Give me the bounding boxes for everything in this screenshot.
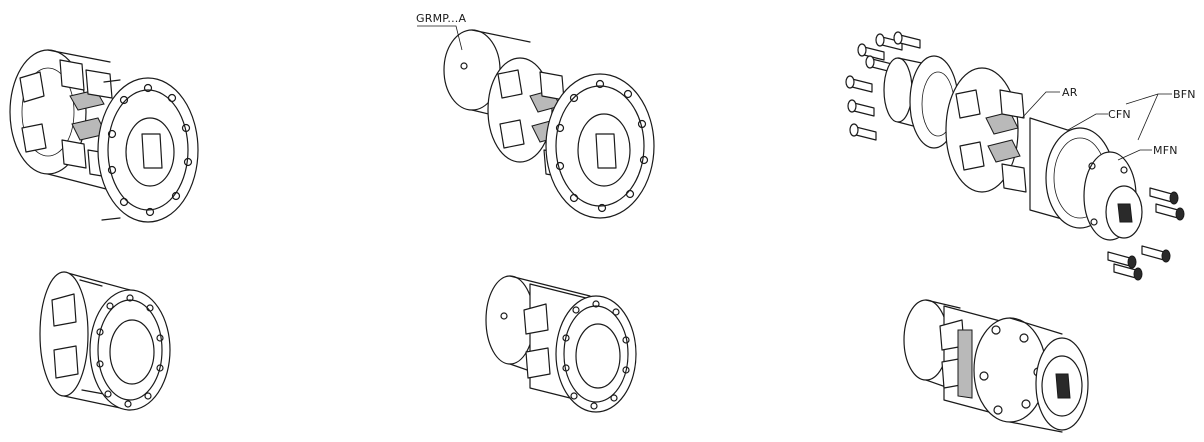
screw-set-left <box>845 31 921 141</box>
screw-set-right <box>1107 187 1185 281</box>
coupling-flanged-assembled-iso <box>39 271 171 411</box>
coupling-grmp-assembled-iso <box>485 275 637 413</box>
callout-grmp: GRMP...A <box>416 12 466 25</box>
coupling-bfn-exploded-iso: AR CFN BFN MFN <box>845 31 1196 281</box>
coupling-grmp-exploded-iso: GRMP...A <box>416 12 655 219</box>
coupling-bfn-assembled-iso <box>903 299 1089 433</box>
callout-cfn: CFN <box>1108 108 1131 121</box>
coupling-flanged-exploded-iso <box>9 49 199 223</box>
callout-ar: AR <box>1062 86 1078 99</box>
callout-mfn: MFN <box>1153 144 1178 157</box>
callout-bfn: BFN <box>1173 88 1196 101</box>
